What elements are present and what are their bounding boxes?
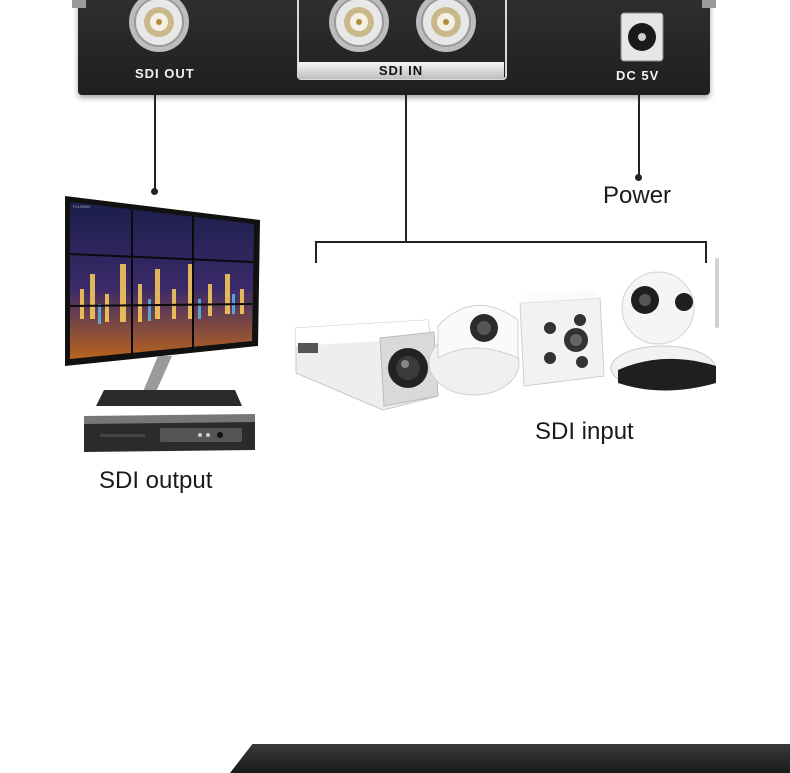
ptz-wifi-camera [610,258,719,391]
sdi-in-frame [297,0,507,80]
cameras-illustration [295,258,719,411]
bottom-device-partial [230,744,790,773]
bullet-camera-left [295,319,439,411]
sdi-input-bracket-right [705,241,707,263]
monitor-brand-label: PLUSMIX [73,204,91,209]
sdi-out-label: SDI OUT [135,66,195,81]
dc-power-jack [620,12,664,62]
sdi-in-label: SDI IN [298,62,504,79]
monitor-dvr-illustration: PLUSMIX [65,196,260,452]
power-caption: Power [603,182,672,209]
device-edge-right [702,0,716,8]
square-bullet-camera [519,290,605,387]
sdi-output-connector-dot [151,188,158,195]
dc-5v-label: DC 5V [616,68,660,83]
sdi-input-bracket-left [315,241,317,263]
power-connector-dot [635,174,642,181]
sdi-output-connector-line [154,95,156,191]
sdi-output-caption: SDI output [99,467,213,494]
sdi-out-bnc-connector [129,0,189,52]
sdi-input-bracket-horizontal [315,241,707,243]
converter-device: SDI OUT SDI IN DC 5V [72,0,716,95]
sdi-in-bnc-connector-1 [329,0,389,52]
device-edge-left [72,0,86,8]
sdi-input-caption: SDI input [535,418,634,445]
power-connector-line [638,95,640,177]
dome-camera [428,305,520,396]
sdi-input-connector-line [405,95,407,242]
sdi-in-bnc-connector-2 [416,0,476,52]
